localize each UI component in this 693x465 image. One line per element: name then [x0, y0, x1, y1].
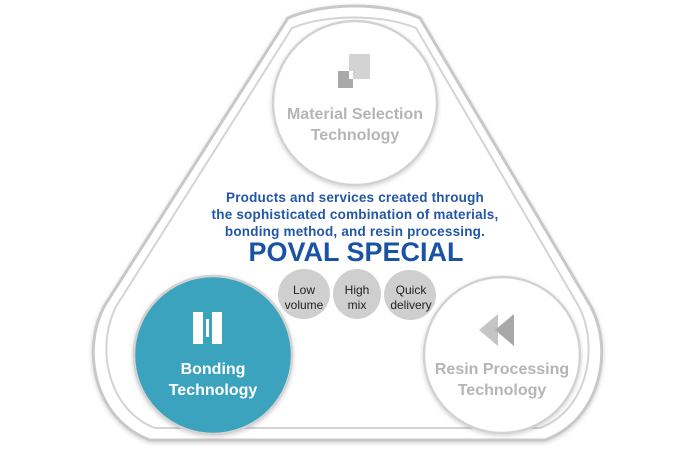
feature-blob-low-volume	[278, 268, 330, 320]
material-squares-icon	[338, 54, 370, 88]
feature-label-line1: Quick	[395, 283, 427, 297]
bonding-circle[interactable]	[132, 274, 294, 436]
resin-label-line2: Technology	[457, 382, 547, 399]
feature-label-high-mix: High mix	[332, 283, 382, 313]
rewind-arrows-icon	[479, 314, 514, 346]
brand-title: POVAL SPECIAL	[248, 237, 464, 267]
tagline: Products and services created through th…	[180, 189, 530, 240]
feature-label-line2: volume	[284, 298, 324, 312]
bonding-bars-icon	[193, 312, 222, 344]
material-label-line1: Material Selection	[286, 106, 424, 123]
bonding-label: Bonding Technology	[133, 359, 293, 401]
bonding-label-line1: Bonding	[180, 361, 246, 378]
feature-label-line1: Low	[292, 283, 315, 297]
feature-label-line2: mix	[347, 298, 367, 312]
material-label-line2: Technology	[310, 127, 400, 144]
feature-label-line1: High	[344, 283, 370, 297]
bonding-label-line2: Technology	[168, 382, 258, 399]
material-label: Material Selection Technology	[275, 104, 435, 146]
resin-label: Resin Processing Technology	[422, 359, 582, 401]
feature-blob-quick-delivery	[384, 269, 436, 321]
tagline-line2: the sophisticated combination of materia…	[211, 207, 499, 222]
feature-label-line2: delivery	[390, 298, 432, 312]
resin-circle[interactable]	[422, 275, 582, 435]
resin-label-line1: Resin Processing	[434, 361, 570, 378]
tagline-line3: bonding method, and resin processing.	[224, 224, 486, 239]
tagline-line1: Products and services created through	[226, 190, 484, 205]
feature-label-low-volume: Low volume	[279, 283, 329, 313]
feature-blob-high-mix	[333, 269, 381, 319]
material-circle[interactable]	[271, 19, 439, 187]
feature-label-quick-delivery: Quick delivery	[383, 283, 439, 313]
